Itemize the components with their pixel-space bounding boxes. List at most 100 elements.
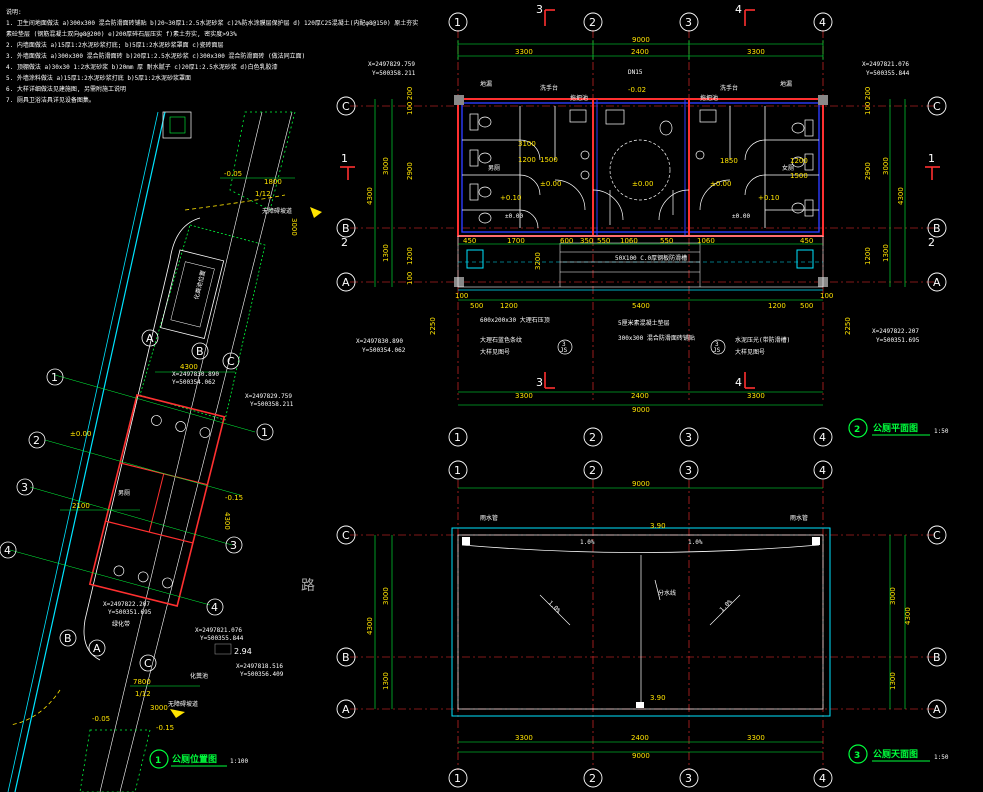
note-line: 5. 外墙涂料做法 a)15厚1:2水泥砂浆打底 b)5厚1:2水泥砂浆罩面 — [6, 74, 191, 82]
drain-icon — [462, 537, 470, 545]
dim-left: 4300 — [366, 617, 374, 635]
dim-right: 3000 — [889, 587, 897, 605]
site-axis-bubble — [191, 342, 209, 360]
roof-label: 雨水管 — [480, 514, 498, 522]
porch — [457, 235, 824, 288]
dim-small: 1200 — [518, 156, 536, 164]
callout-sheet: JS — [560, 347, 568, 354]
site-axis-bubble — [225, 536, 243, 554]
notes-heading: 说明: — [6, 8, 22, 16]
steps — [559, 242, 701, 287]
dim-bottom: 2250 — [844, 317, 852, 335]
site-coord: X=2497818.516 — [236, 663, 283, 670]
callout-number: 3 — [562, 341, 566, 348]
site-title-number: 1 — [155, 756, 161, 766]
dim-left: 4300 — [366, 187, 374, 205]
section-mark: 4 — [735, 376, 742, 389]
site-axis-label: A — [93, 642, 101, 655]
section-mark: 3 — [536, 376, 543, 389]
site-axis-bubble — [88, 639, 106, 657]
roof-slope: 1.0% — [547, 599, 562, 614]
site-axis-line — [54, 374, 256, 433]
dim-bottom: 500 — [470, 302, 483, 310]
coord-label: X=2497822.207 — [872, 328, 919, 335]
north-arrow-icon — [170, 709, 185, 718]
dim-small: 1500 — [790, 172, 808, 180]
dim-right: 4300 — [904, 607, 912, 625]
callout-note: 大样见图号 — [735, 348, 765, 356]
dim-right: 3000 — [882, 157, 890, 175]
site-axis-label: 3 — [230, 539, 237, 552]
bench-right — [796, 249, 814, 269]
site-coord: X=2497822.207 — [103, 601, 150, 608]
roof-slope: 1.0% — [688, 539, 703, 546]
note-line: 素砼垫层 (钢筋混凝土双向φ8@200) e)200厚碎石层压实 f)素土夯实,… — [6, 30, 237, 38]
dim-lines-top — [374, 40, 906, 406]
curb-curve — [9, 689, 61, 726]
note-label: 300x300 混合防滑面砖铺贴 — [618, 334, 695, 342]
roof-slope: 1.0% — [580, 539, 595, 546]
site-coord: X=2497829.759 — [245, 393, 292, 400]
level-mark: +0.10 — [500, 194, 521, 202]
north-arrow-icon — [310, 207, 322, 218]
dim-left-inner: 2900 — [406, 162, 414, 180]
section-cuts — [340, 9, 940, 389]
coord-label: Y=500355.844 — [866, 70, 910, 77]
site-dim: 4300 — [180, 363, 198, 371]
site-coord: X=2497830.890 — [172, 371, 219, 378]
dim-part: 3300 — [515, 392, 533, 400]
site-axis-label: 1 — [261, 426, 268, 439]
dim-bottom: 100 — [455, 292, 468, 300]
dim-interior: 1700 — [507, 237, 525, 245]
site-axis-line — [29, 486, 233, 546]
road-edge-line — [14, 111, 166, 792]
axis-label: B — [933, 651, 941, 664]
dim-bottom: 1200 — [500, 302, 518, 310]
dim-left-inner: 200 — [406, 87, 414, 100]
green-area — [139, 224, 266, 421]
level-mark: ±0.00 — [710, 180, 731, 188]
coord-label: X=2497830.890 — [356, 338, 403, 345]
site-coord: X=2497821.076 — [195, 627, 242, 634]
dim-right-inner: 1200 — [864, 247, 872, 265]
roof-title-scale: 1:50 — [934, 754, 949, 761]
note-line: 4. 顶棚做法 a)30x30 1:2水泥砂浆 b)20mm 厚 耐水腻子 c)… — [6, 63, 278, 71]
site-axis-line — [44, 439, 241, 496]
roof-slope: 1.0% — [718, 598, 733, 613]
dim-right-inner: 200 — [864, 87, 872, 100]
column — [454, 95, 464, 105]
site-tag: 化粪池位置 — [192, 269, 207, 300]
dim-interior: 1060 — [620, 237, 638, 245]
dim-interior: 550 — [660, 237, 673, 245]
axis-label: 2 — [589, 772, 596, 785]
dim-left-inner: 100 — [406, 272, 414, 285]
column — [818, 95, 828, 105]
dim-left: 1300 — [382, 244, 390, 262]
site-title: 公厕位置图 — [172, 753, 217, 765]
road-label: 路 — [301, 578, 315, 594]
coord-label: X=2497821.076 — [862, 61, 909, 68]
site-axis-label: C — [144, 657, 152, 670]
dim-right-inner: 2900 — [864, 162, 872, 180]
site-box — [169, 116, 186, 134]
coord-label: Y=500351.695 — [876, 337, 920, 344]
axis-label: 1 — [454, 431, 461, 444]
axis-label: 1 — [454, 16, 461, 29]
site-tag: 绿化带 — [112, 620, 130, 628]
site-level: -0.15 — [225, 494, 243, 502]
axis-label: C — [342, 100, 350, 113]
coord-label: X=2497829.759 — [368, 61, 415, 68]
dim-small: 1500 — [540, 156, 558, 164]
axis-label: C — [342, 529, 350, 542]
note-line: 3. 外墙面做法 a)300x300 混合防滑面砖 b)20厚1:2.5水泥砂浆… — [6, 52, 305, 60]
section-mark: 2 — [928, 236, 935, 249]
dim-right-inner: 100 — [864, 102, 872, 115]
plan-title-scale: 1:50 — [934, 428, 949, 435]
curb-curve — [184, 194, 286, 211]
room-label: 洗手台 — [540, 84, 558, 92]
planting-strip — [229, 111, 296, 211]
dim-total: 9000 — [632, 406, 650, 414]
site-level: -0.05 — [92, 715, 110, 723]
site-axis-label: 4 — [4, 544, 11, 557]
site-plan: 1 2 3 4 1 3 4 A B C A B C -0.05 1800 1/1… — [0, 111, 322, 792]
